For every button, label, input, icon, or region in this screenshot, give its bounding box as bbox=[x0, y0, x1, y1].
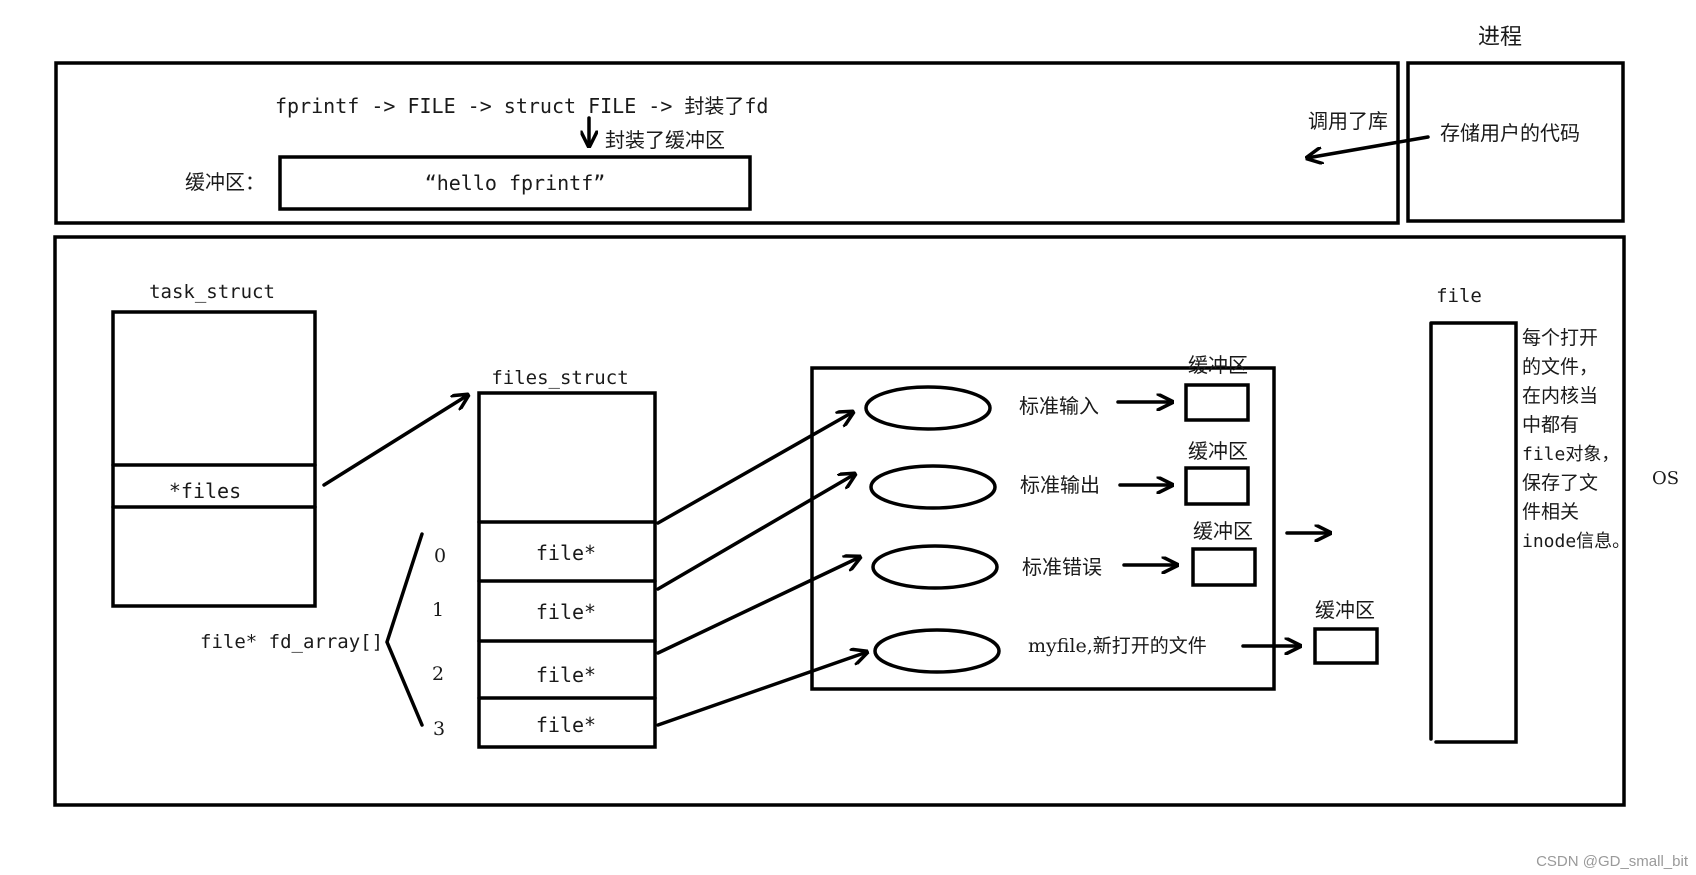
wraps-buffer-note: 封装了缓冲区 bbox=[605, 128, 725, 152]
files-field-divider bbox=[111, 463, 317, 509]
fd-slot: file* bbox=[536, 713, 596, 737]
user-space-box bbox=[54, 61, 1400, 225]
kernel-buffer-box bbox=[1313, 627, 1379, 665]
task-struct-label: task_struct bbox=[149, 281, 275, 303]
buffer-label: 缓冲区： bbox=[185, 170, 265, 194]
called-library-label: 调用了库 bbox=[1308, 109, 1388, 133]
file-object-stdin bbox=[864, 385, 992, 431]
fd2-arrow bbox=[656, 557, 860, 655]
call-chain-text: fprintf -> FILE -> struct FILE -> 封装了fd bbox=[275, 94, 768, 118]
file-label: file bbox=[1436, 285, 1482, 307]
os-label: OS bbox=[1652, 468, 1679, 489]
open-file-label: myfile,新打开的文件 bbox=[1028, 635, 1207, 657]
kernel-buffer-label: 缓冲区 bbox=[1188, 353, 1248, 377]
file-column-box bbox=[1429, 321, 1518, 744]
fd-index: 2 bbox=[432, 663, 444, 685]
file-object-stdout bbox=[869, 464, 997, 510]
kernel-buffer-box bbox=[1191, 547, 1257, 587]
files-struct-label: files_struct bbox=[491, 367, 628, 389]
fd-index: 3 bbox=[433, 718, 445, 740]
user-buffer-box bbox=[278, 155, 752, 211]
task-struct-box bbox=[111, 310, 317, 608]
os-box bbox=[53, 235, 1626, 807]
open-file-label: 标准错误 bbox=[1022, 555, 1102, 579]
file-note-line: 每个打开 bbox=[1522, 327, 1598, 349]
fd1-arrow bbox=[656, 474, 855, 591]
fd3-arrow bbox=[656, 652, 867, 727]
fd-index: 1 bbox=[432, 599, 444, 621]
user-code-label: 存储用户的代码 bbox=[1440, 121, 1580, 145]
process-label: 进程 bbox=[1478, 25, 1522, 50]
file-note-line: 在内核当 bbox=[1522, 385, 1598, 407]
fd-slot: file* bbox=[536, 541, 596, 565]
kernel-buffer-label: 缓冲区 bbox=[1188, 439, 1248, 463]
watermark: CSDN @GD_small_bit bbox=[1536, 853, 1689, 870]
file-note-line: 中都有 bbox=[1522, 414, 1579, 436]
fd0-arrow bbox=[656, 412, 853, 525]
kernel-buffer-box bbox=[1184, 383, 1250, 422]
file-note-line: 的文件， bbox=[1522, 356, 1598, 378]
files-struct-box bbox=[477, 391, 657, 749]
fd-slot: file* bbox=[536, 663, 596, 687]
fd-index: 0 bbox=[434, 545, 446, 567]
fd-slot-dividers bbox=[477, 520, 657, 700]
task-to-files-arrow bbox=[322, 395, 468, 487]
file-note-line: 保存了文 bbox=[1522, 472, 1598, 494]
fd-array-bracket bbox=[385, 532, 424, 727]
open-files-box bbox=[810, 366, 1276, 691]
file-object-myfile bbox=[873, 628, 1001, 674]
fd-array-label: file* fd_array[] bbox=[200, 631, 383, 653]
kernel-buffer-box bbox=[1184, 466, 1250, 506]
file-object-stderr bbox=[871, 544, 999, 590]
fd-slot: file* bbox=[536, 600, 596, 624]
open-file-label: 标准输入 bbox=[1019, 394, 1099, 418]
file-note-line: inode信息。 bbox=[1522, 531, 1630, 552]
files-field: *files bbox=[169, 479, 241, 503]
buffer-content: “hello fprintf” bbox=[425, 171, 606, 195]
kernel-buffer-label: 缓冲区 bbox=[1193, 519, 1253, 543]
file-note-line: 件相关 bbox=[1522, 501, 1579, 523]
kernel-buffer-label: 缓冲区 bbox=[1315, 598, 1375, 622]
file-note-line: file对象， bbox=[1522, 444, 1619, 465]
library-call-arrow bbox=[1307, 135, 1430, 158]
open-file-label: 标准输出 bbox=[1020, 473, 1100, 497]
